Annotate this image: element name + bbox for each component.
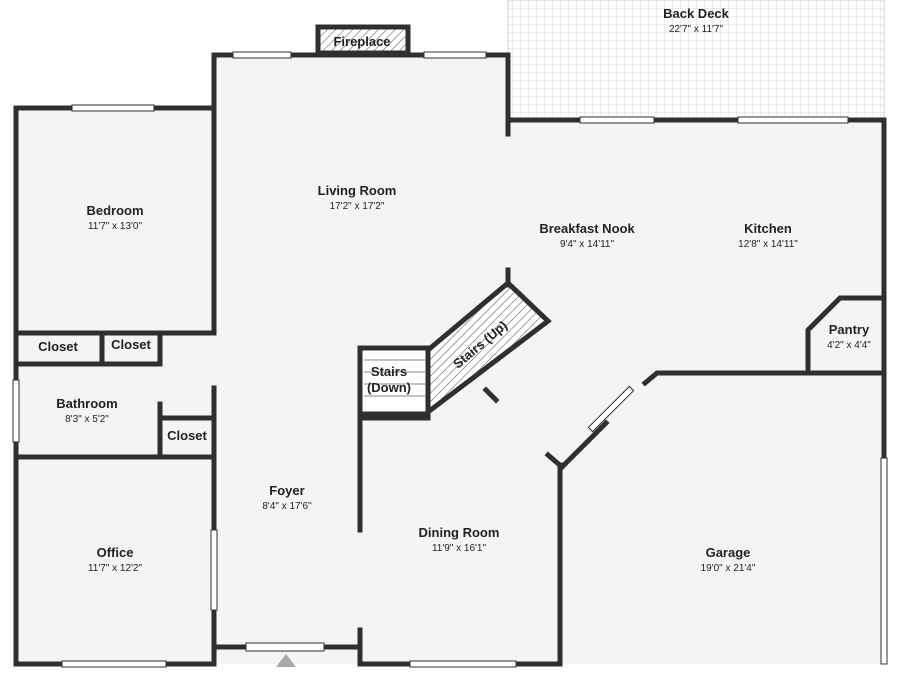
breakfast-nook-dims: 9'4" x 14'11" — [560, 239, 615, 250]
back-deck-label: Back Deck — [663, 6, 730, 21]
front-entry — [245, 642, 325, 667]
garage-dims: 19'0" x 21'4" — [701, 563, 756, 574]
dining-room-dims: 11'9" x 16'1" — [432, 543, 487, 554]
foyer-label: Foyer — [269, 483, 304, 498]
foyer-dims: 8'4" x 17'6" — [262, 501, 312, 512]
fireplace-hearth — [315, 24, 411, 56]
bathroom-label: Bathroom — [56, 396, 117, 411]
kitchen-label: Kitchen — [744, 221, 792, 236]
stairs-down-area — [357, 345, 431, 417]
bedroom-label: Bedroom — [86, 203, 143, 218]
windows — [12, 51, 888, 668]
breakfast-nook-label: Breakfast Nook — [539, 221, 635, 236]
closet-label: Closet — [111, 337, 151, 352]
office-label: Office — [97, 545, 134, 560]
closet-label: Closet — [38, 339, 78, 354]
bedroom-dims: 11'7" x 13'0" — [88, 221, 143, 232]
garage-label: Garage — [706, 545, 751, 560]
fireplace-label: Fireplace — [333, 34, 390, 49]
dining-room-label: Dining Room — [419, 525, 500, 540]
stairs-down-label: Stairs — [371, 364, 407, 379]
office-dims: 11'7" x 12'2" — [88, 563, 143, 574]
closet-label: Closet — [167, 428, 207, 443]
back-deck-dims: 22'7" x 11'7" — [669, 24, 724, 35]
bathroom-dims: 8'3" x 5'2" — [65, 414, 109, 425]
living-room-label: Living Room — [318, 183, 397, 198]
pantry-label: Pantry — [829, 322, 870, 337]
entry-marker-icon — [276, 654, 296, 667]
living-room-dims: 17'2" x 17'2" — [330, 201, 385, 212]
kitchen-dims: 12'8" x 14'11" — [738, 239, 798, 250]
back-deck-area — [507, 0, 885, 121]
pantry-dims: 4'2" x 4'4" — [827, 340, 871, 351]
stairs-down-label: (Down) — [367, 380, 411, 395]
